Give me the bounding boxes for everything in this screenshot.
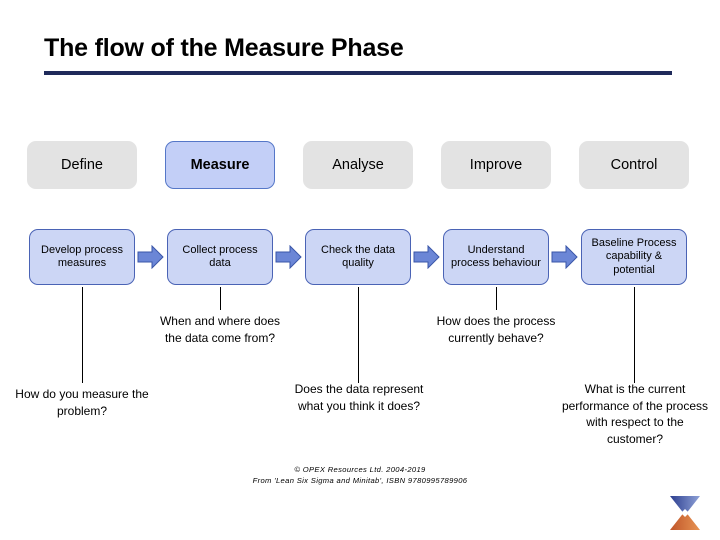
- question-how-does-process-behave: How does the process currently behave?: [436, 314, 556, 345]
- flow-step-develop-process-measures[interactable]: Develop process measures: [29, 229, 135, 285]
- footer-line-1: © OPEX Resources Ltd. 2004-2019: [294, 465, 426, 474]
- flow-step-understand-process-behaviour[interactable]: Understand process behaviour: [443, 229, 549, 285]
- right-arrow-icon: [137, 244, 164, 270]
- connector-line-step-3: [358, 287, 359, 383]
- right-arrow-icon: [275, 244, 302, 270]
- question-when-and-where: When and where does the data come from?: [159, 314, 281, 345]
- flow-step-collect-process-data[interactable]: Collect process data: [167, 229, 273, 285]
- phase-improve[interactable]: Improve: [441, 141, 551, 189]
- connector-line-step-4: [496, 287, 497, 310]
- flow-step-label: Understand process behaviour: [451, 243, 541, 269]
- phase-label: Improve: [469, 157, 523, 173]
- flow-step-label: Check the data quality: [321, 243, 395, 269]
- footer-copyright: © OPEX Resources Ltd. 2004-2019 From 'Le…: [0, 464, 720, 486]
- question-does-data-represent: Does the data represent what you think i…: [294, 382, 424, 413]
- question-how-do-you-measure: How do you measure the problem?: [15, 387, 149, 418]
- opex-hourglass-logo: [664, 492, 706, 534]
- connector-line-step-5: [634, 287, 635, 383]
- phase-label: Measure: [190, 157, 250, 173]
- phase-label: Analyse: [332, 157, 384, 173]
- question-current-performance: What is the current performance of the p…: [561, 382, 709, 446]
- phase-label: Define: [61, 157, 103, 173]
- right-arrow-icon: [551, 244, 578, 270]
- dmaic-phase-row: Define Measure Analyse Improve Control: [0, 141, 720, 191]
- phase-measure[interactable]: Measure: [165, 141, 275, 189]
- right-arrow-icon: [413, 244, 440, 270]
- title-underline-rule: [44, 71, 672, 75]
- phase-analyse[interactable]: Analyse: [303, 141, 413, 189]
- phase-label: Control: [610, 157, 658, 173]
- footer-line-2: From 'Lean Six Sigma and Minitab', ISBN …: [252, 476, 468, 485]
- flow-step-label: Collect process data: [182, 243, 258, 269]
- connector-line-step-2: [220, 287, 221, 310]
- flow-step-check-the-data-quality[interactable]: Check the data quality: [305, 229, 411, 285]
- measure-flow-row: Develop process measures Collect process…: [0, 229, 720, 287]
- page-title: The flow of the Measure Phase: [44, 34, 404, 62]
- flow-step-label: Develop process measures: [41, 243, 123, 269]
- phase-control[interactable]: Control: [579, 141, 689, 189]
- flow-step-baseline-process-capability[interactable]: Baseline Process capability & potential: [581, 229, 687, 285]
- flow-step-label: Baseline Process capability & potential: [591, 236, 677, 276]
- phase-define[interactable]: Define: [27, 141, 137, 189]
- connector-line-step-1: [82, 287, 83, 383]
